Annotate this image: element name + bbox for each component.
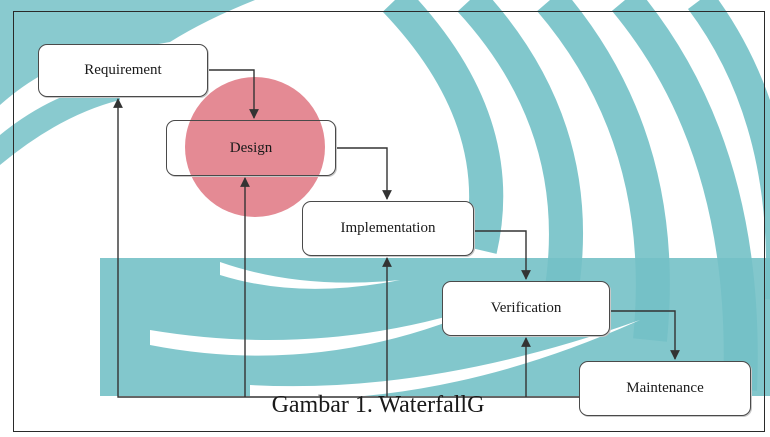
arrow-feedback-to-requirement (113, 98, 582, 398)
stage-requirement: Requirement (38, 44, 208, 97)
arrow-requirement-to-design (208, 69, 259, 119)
watermark-streak-3 (220, 262, 400, 289)
watermark-arc-1 (382, 0, 504, 254)
stage-verification: Verification (442, 281, 610, 336)
stage-requirement-label: Requirement (84, 62, 162, 78)
design-highlight-circle (185, 77, 325, 217)
stage-implementation-label: Implementation (340, 220, 436, 236)
stage-implementation: Implementation (302, 201, 474, 256)
watermark-streak-2 (250, 320, 640, 400)
watermark-arc-5 (687, 0, 770, 300)
arrow-verification-to-maintenance (610, 310, 680, 360)
arrow-design-to-implementation (336, 147, 392, 200)
stage-maintenance-label: Maintenance (626, 380, 704, 396)
watermark-arc-2 (457, 0, 583, 303)
watermark-streak-1 (150, 300, 500, 356)
figure-caption: Gambar 1. WaterfallG (271, 392, 485, 418)
arrow-implementation-to-verification (474, 230, 531, 280)
stage-maintenance: Maintenance (579, 361, 751, 416)
watermark-arc-3 (537, 0, 670, 342)
watermark-swoosh-left (0, 80, 120, 165)
stage-verification-label: Verification (490, 300, 562, 316)
stage-design-label: Design (229, 139, 273, 156)
watermark-swoosh-topleft (0, 0, 255, 105)
watermark-arc-4 (611, 0, 758, 391)
stage-design: Design (166, 120, 336, 176)
